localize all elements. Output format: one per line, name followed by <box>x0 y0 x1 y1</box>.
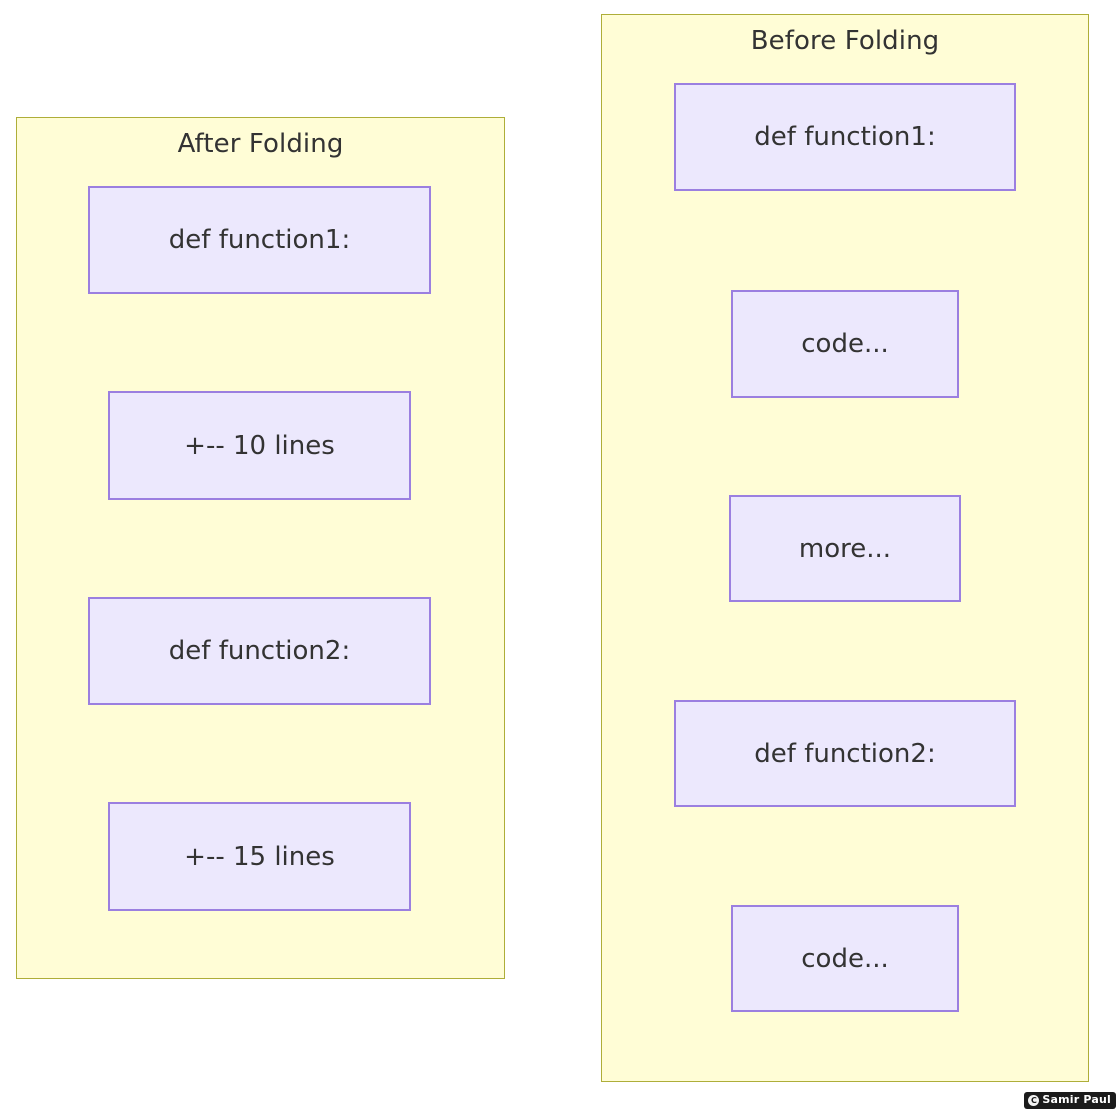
node-af-func1-label: def function1: <box>168 225 351 255</box>
node-af-func1[interactable]: def function1: <box>88 186 431 294</box>
node-bf-func1[interactable]: def function1: <box>674 83 1016 191</box>
node-af-func2[interactable]: def function2: <box>88 597 431 705</box>
watermark-text: Samir Paul <box>1042 1093 1111 1106</box>
copyright-icon: C <box>1028 1094 1040 1106</box>
cluster-before-folding-title: Before Folding <box>750 26 940 56</box>
watermark: C Samir Paul <box>1024 1092 1116 1109</box>
node-bf-code2[interactable]: code... <box>731 905 959 1012</box>
node-bf-func1-label: def function1: <box>754 122 936 152</box>
node-af-fold15-label: +-- 15 lines <box>184 841 335 872</box>
node-bf-more[interactable]: more... <box>729 495 961 602</box>
node-bf-more-label: more... <box>798 533 892 564</box>
node-af-func2-label: def function2: <box>168 636 351 666</box>
node-af-fold15[interactable]: +-- 15 lines <box>108 802 411 911</box>
node-bf-code1-label: code... <box>801 329 889 359</box>
node-af-fold10-label: +-- 10 lines <box>184 430 335 461</box>
node-bf-code2-label: code... <box>801 943 889 974</box>
cluster-after-folding-title: After Folding <box>177 129 344 159</box>
node-bf-func2[interactable]: def function2: <box>674 700 1016 807</box>
node-bf-func2-label: def function2: <box>754 738 936 769</box>
node-bf-code1[interactable]: code... <box>731 290 959 398</box>
node-af-fold10[interactable]: +-- 10 lines <box>108 391 411 500</box>
